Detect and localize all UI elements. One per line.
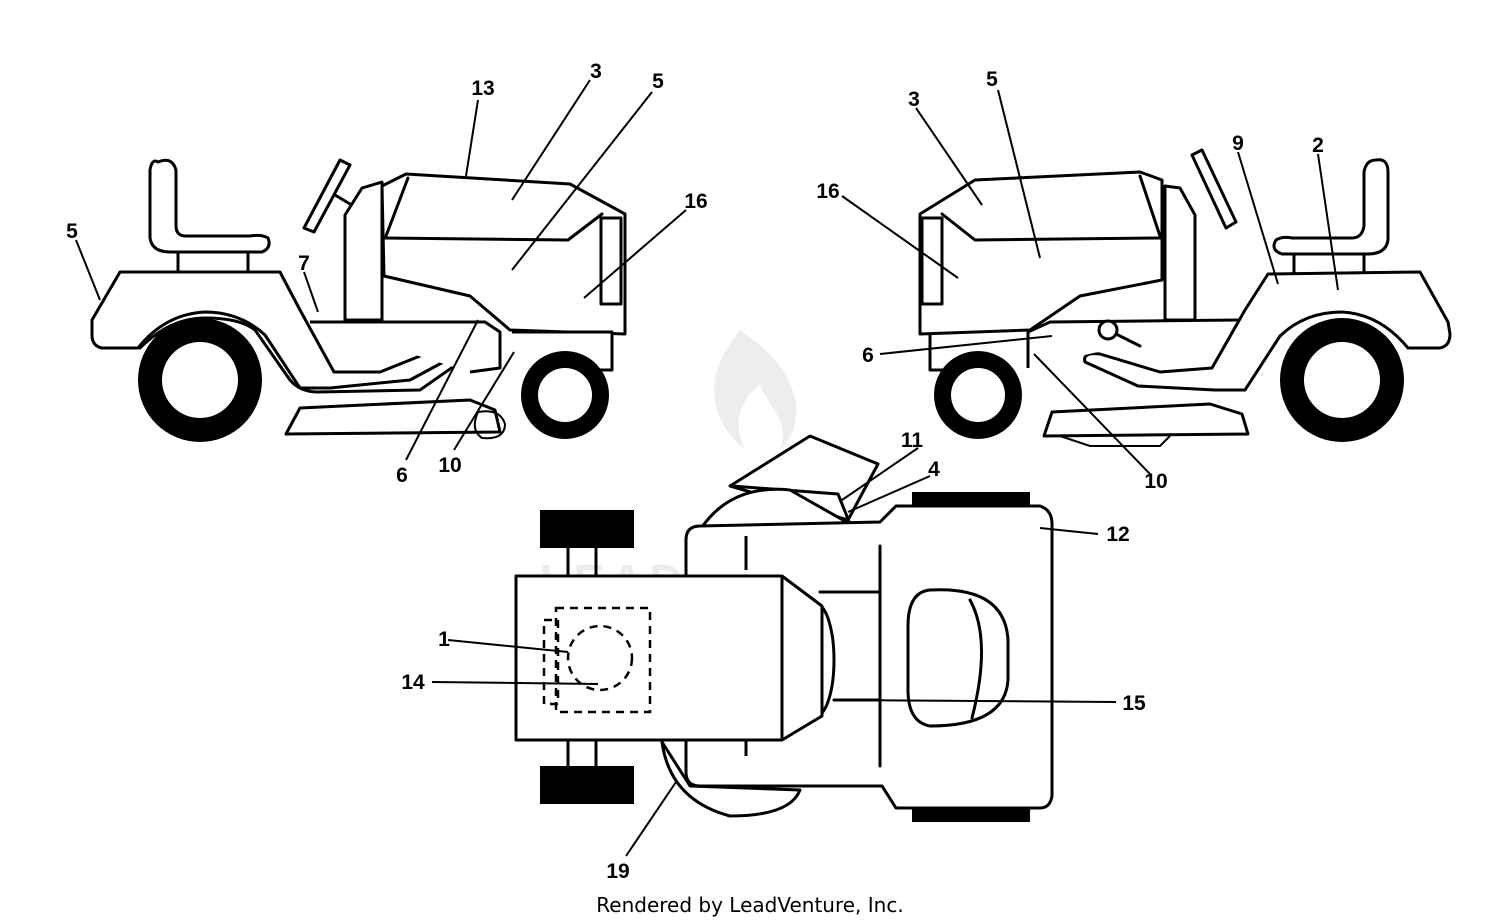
footer-credit: Rendered by LeadVenture, Inc.	[596, 893, 903, 917]
steering-wheel-right	[1190, 148, 1238, 230]
callout-lt-13: 13	[471, 77, 494, 100]
top-seat	[906, 588, 1010, 728]
top-rear-wheel-lower	[912, 806, 1030, 822]
callout-lt-3: 3	[590, 60, 602, 83]
hood-left	[380, 172, 627, 336]
top-front-wheel-lower	[540, 766, 634, 804]
callout-rt-16: 16	[816, 180, 839, 203]
callout-tp-1: 1	[438, 628, 450, 651]
right-side-view-tractor	[918, 148, 1452, 447]
lever-handle-right	[1114, 332, 1142, 348]
callout-lt-5a: 5	[652, 70, 664, 93]
engine-outline	[554, 606, 652, 714]
hood-crease-right	[1138, 174, 1162, 238]
callout-lt-10: 10	[438, 454, 461, 477]
hood-line-left	[383, 212, 604, 242]
callout-lt-16: 16	[684, 190, 707, 213]
callout-tp-4: 4	[928, 458, 940, 481]
callout-tp-14: 14	[401, 671, 425, 694]
callout-rt-9: 9	[1232, 132, 1244, 155]
deck-upper-lobe	[698, 487, 852, 532]
top-hood	[514, 574, 824, 742]
mower-deck-right	[1042, 402, 1250, 438]
hood-crease-left	[384, 176, 410, 238]
callout-tp-19: 19	[606, 860, 629, 883]
seat-left	[148, 158, 271, 254]
hood-line-right	[940, 212, 1162, 242]
hood-right	[918, 170, 1164, 336]
seat-base-left	[176, 250, 250, 274]
callout-rt-2: 2	[1312, 134, 1324, 157]
frame-left	[310, 320, 502, 374]
callout-labels: 13 3 5 16 5 7 6 10 3 5 9 2 16 6 10 11 4 …	[66, 60, 1324, 883]
headlight-panel-right	[920, 216, 944, 306]
steering-wheel-left	[302, 158, 352, 234]
dash-right	[1163, 184, 1197, 322]
left-side-view-tractor	[90, 158, 627, 442]
top-rear-wheel-upper	[912, 492, 1030, 508]
lever-knob-right	[1097, 319, 1119, 341]
rear-fender-right	[1083, 270, 1452, 392]
callout-rt-6: 6	[862, 344, 874, 367]
callout-tp-11: 11	[901, 429, 924, 452]
callout-rt-5: 5	[986, 68, 998, 91]
callout-lt-6: 6	[396, 464, 408, 487]
seat-right	[1272, 158, 1390, 256]
callout-lt-5b: 5	[66, 220, 78, 243]
callout-rt-3: 3	[908, 88, 920, 111]
callout-rt-10: 10	[1144, 470, 1167, 493]
deck-discharge-left	[473, 410, 507, 440]
seat-base-right	[1292, 252, 1366, 276]
callout-lt-7: 7	[298, 252, 310, 275]
engine-air-filter	[566, 624, 634, 692]
leader-lines	[75, 79, 1339, 857]
callout-tp-12: 12	[1106, 523, 1129, 546]
headlight-panel-left	[599, 216, 623, 306]
deck-bottom-right	[1059, 435, 1171, 447]
callout-tp-15: 15	[1122, 692, 1146, 715]
top-view-tractor	[514, 434, 1054, 822]
deck-lower-lobe	[660, 740, 802, 818]
top-front-wheel-upper	[540, 510, 634, 548]
